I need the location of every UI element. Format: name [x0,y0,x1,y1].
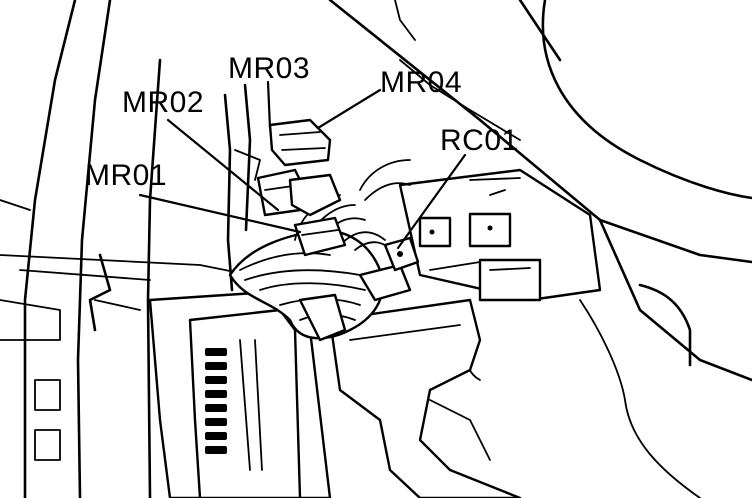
label-mr02: MR02 [122,86,204,119]
label-mr01: MR01 [85,159,167,192]
relay-block [398,168,602,302]
dashboard-outline [328,0,752,498]
connector-mr01-shape [293,216,347,257]
fuse-slots [205,348,227,454]
label-rc01: RC01 [440,124,519,157]
leader-mr02 [166,118,280,212]
leader-lines [138,80,467,250]
leader-mr04 [316,88,382,130]
lower-bracket [328,298,522,498]
connector-mr02-shape [288,173,342,217]
label-mr03: MR03 [228,52,310,85]
leader-mr03 [266,80,272,130]
label-mr04: MR04 [380,66,462,99]
connector-rc01-shape [383,236,420,272]
connector-mr04-shape [268,118,332,167]
leader-rc01 [396,153,467,250]
mounting-strap [223,83,261,292]
wire-harness [228,159,412,342]
fuse-block [148,288,332,498]
leader-mr01 [138,193,302,234]
